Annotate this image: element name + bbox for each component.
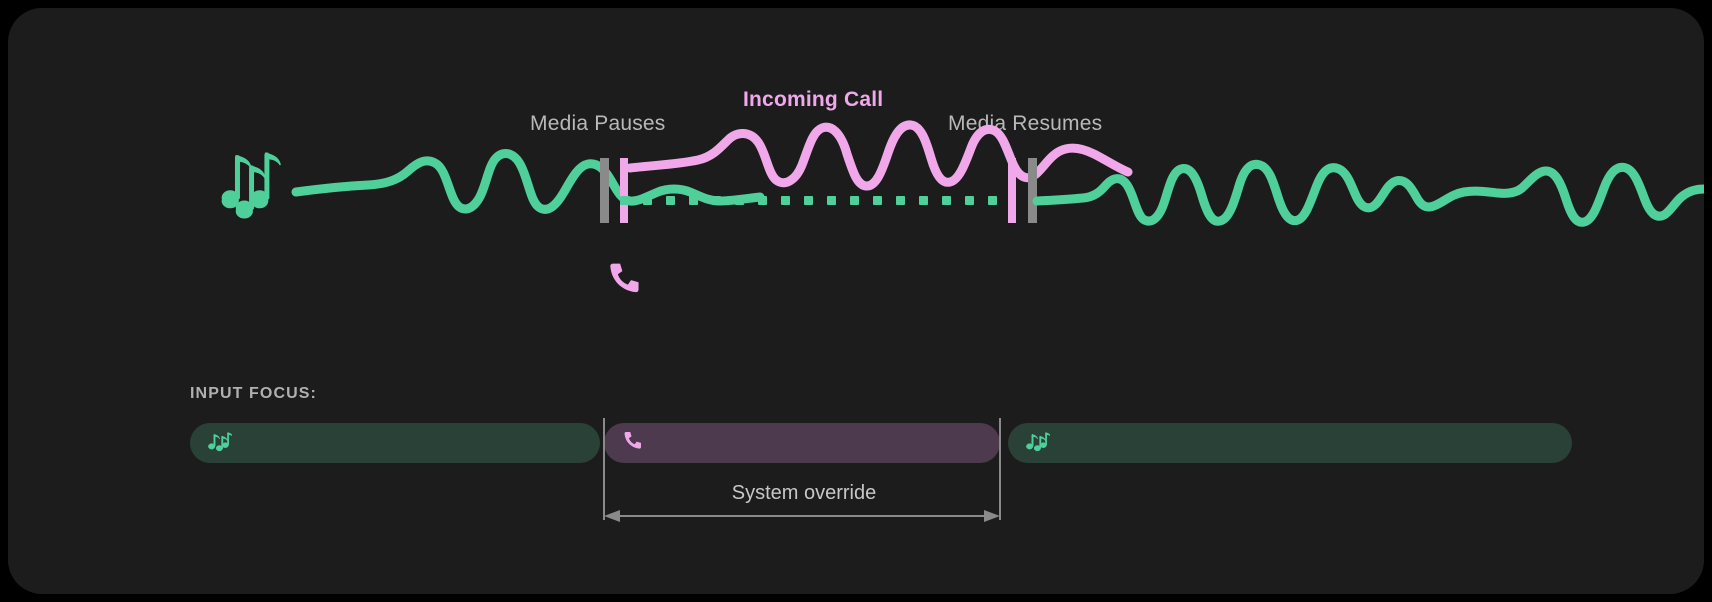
waveform-media-after bbox=[1032, 159, 1704, 227]
music-notes-icon bbox=[208, 430, 234, 456]
waveform-media-before bbox=[291, 149, 765, 214]
pause-marker-pink bbox=[620, 158, 628, 223]
input-focus-section: INPUT FOCUS: bbox=[8, 338, 1704, 594]
input-focus-title: INPUT FOCUS: bbox=[190, 385, 317, 402]
override-guides bbox=[603, 418, 1001, 522]
override-arrow bbox=[604, 510, 1000, 522]
waveform-svg bbox=[221, 120, 1704, 293]
resume-marker-gray bbox=[1028, 158, 1037, 223]
diagram-card: Media Pauses Media Resumes Incoming Call bbox=[8, 8, 1704, 594]
media-paused-dots bbox=[620, 196, 997, 205]
audio-timeline: Media Pauses Media Resumes Incoming Call bbox=[8, 8, 1704, 338]
focus-bar-media-after[interactable] bbox=[1008, 423, 1572, 463]
music-notes-glyph bbox=[1026, 432, 1052, 452]
resume-marker-pink bbox=[1008, 158, 1016, 223]
phone-glyph bbox=[624, 431, 641, 449]
focus-bars bbox=[190, 423, 1572, 463]
media-pauses-label: Media Pauses bbox=[530, 112, 666, 135]
phone-icon bbox=[610, 263, 639, 293]
focus-bar-call[interactable] bbox=[604, 423, 1000, 463]
pause-marker-gray bbox=[600, 158, 609, 223]
phone-icon bbox=[622, 431, 643, 456]
incoming-call-label: Incoming Call bbox=[743, 88, 884, 111]
music-notes-icon bbox=[221, 152, 281, 219]
music-notes-glyph bbox=[208, 432, 234, 452]
waveform-call bbox=[625, 120, 1133, 191]
music-notes-icon bbox=[1026, 430, 1052, 456]
focus-bar-media-before[interactable] bbox=[190, 423, 600, 463]
